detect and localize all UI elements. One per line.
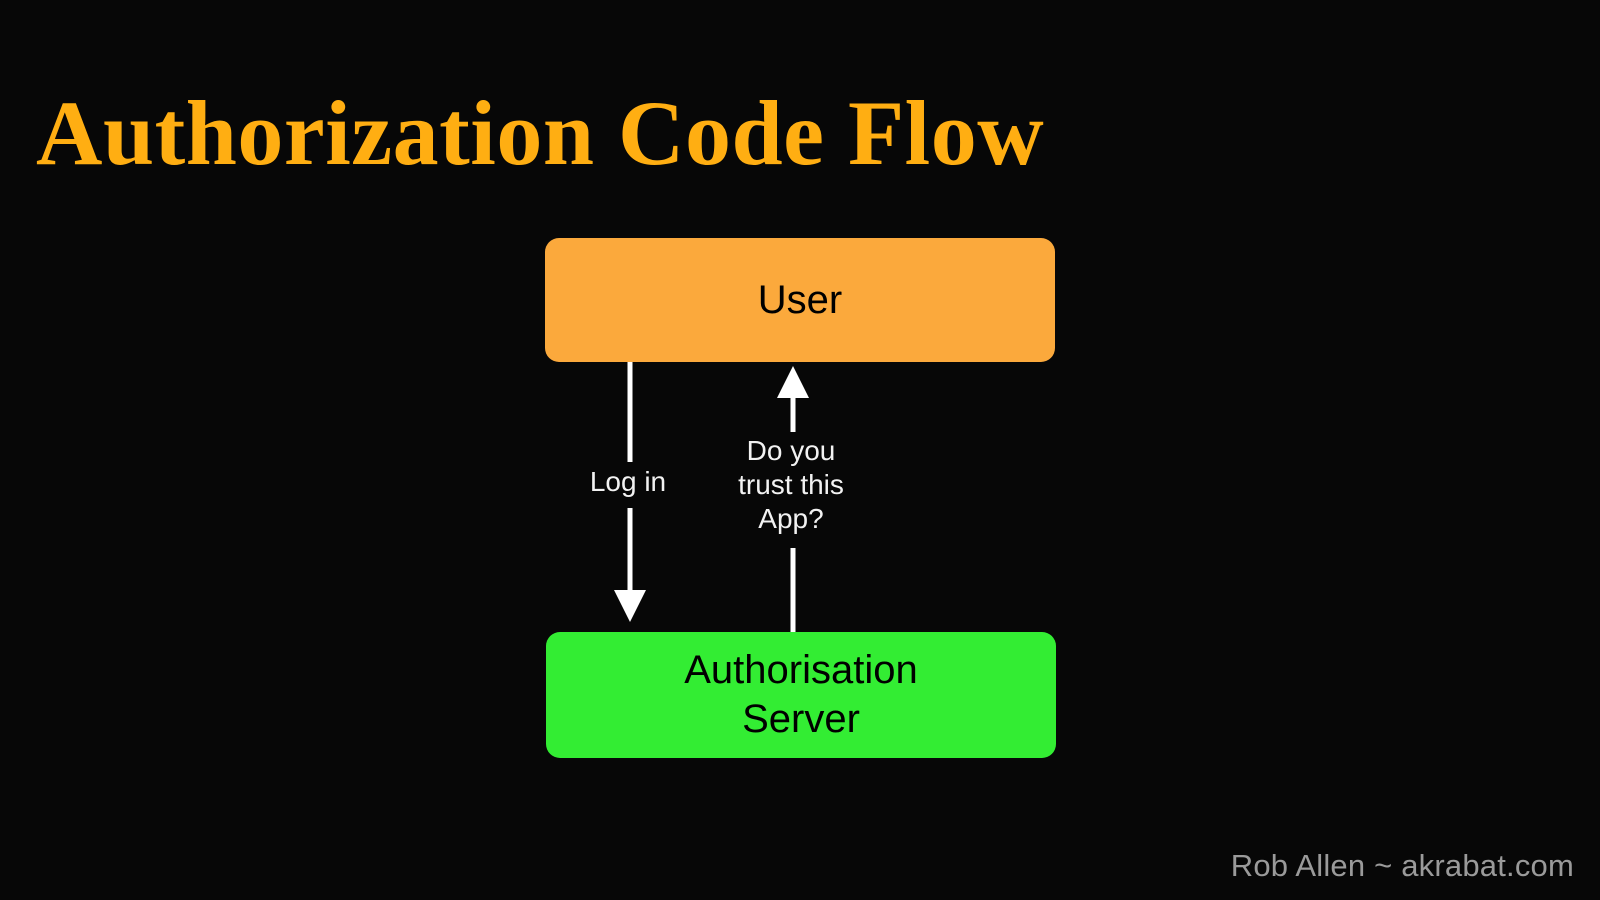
- node-authorisation-server[interactable]: Authorisation Server: [546, 632, 1056, 758]
- node-user-label: User: [757, 277, 843, 322]
- arrowhead-down-icon: [614, 590, 646, 622]
- arrow-login-down: [614, 362, 646, 622]
- footer-credit: Rob Allen ~ akrabat.com: [1230, 848, 1574, 883]
- arrow-trust-up: [777, 366, 809, 632]
- edge-label-trust-prompt: Do you trust this App?: [738, 435, 844, 535]
- page-title: Authorization Code Flow: [36, 81, 1045, 184]
- node-authorisation-server-label: Authorisation Server: [684, 648, 918, 741]
- node-user[interactable]: User: [545, 238, 1055, 362]
- edge-label-login: Log in: [589, 466, 667, 497]
- arrowhead-up-icon: [777, 366, 809, 398]
